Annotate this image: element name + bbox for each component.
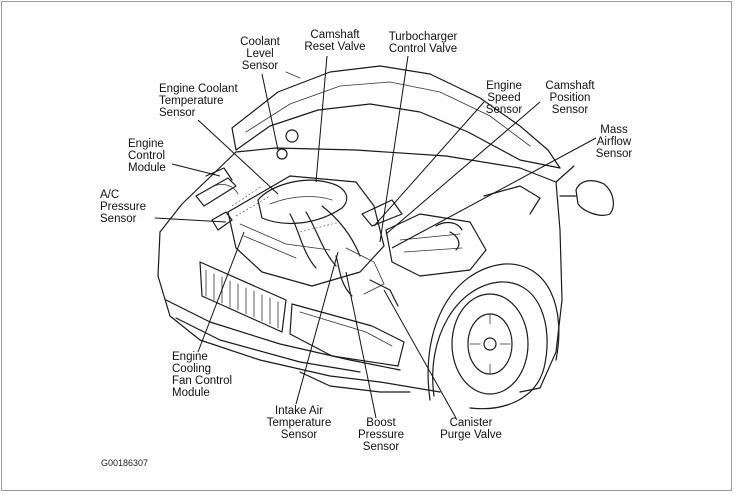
front-wheel	[432, 281, 548, 410]
front-grille	[199, 261, 287, 333]
label-engine-speed-sensor: Engine Speed Sensor	[485, 80, 523, 116]
label-boost-pressure-sensor: Boost Pressure Sensor	[357, 417, 405, 453]
headlight	[289, 303, 405, 367]
label-camshaft-reset-valve: Camshaft Reset Valve	[304, 29, 366, 53]
front-bumper	[165, 299, 401, 371]
label-coolant-level-sensor: Coolant Level Sensor	[240, 36, 280, 72]
raised-hood	[231, 65, 561, 169]
engine-block	[227, 175, 385, 287]
label-ac-pressure-sensor: A/C Pressure Sensor	[100, 189, 147, 225]
air-filter-housing	[385, 213, 487, 277]
label-engine-cooling-fan-control-module: Engine Cooling Fan Control Module	[172, 351, 233, 399]
label-turbocharger-control-valve: Turbocharger Control Valve	[388, 31, 458, 55]
figure-code: G00186307	[101, 458, 149, 468]
label-engine-control-module: Engine Control Module	[128, 138, 166, 174]
label-intake-air-temperature-sensor: Intake Air Temperature Sensor	[266, 405, 332, 441]
label-canister-purge-valve: Canister Purge Valve	[440, 417, 502, 441]
label-mass-airflow-sensor: Mass Airflow Sensor	[595, 124, 633, 160]
side-mirror	[575, 180, 614, 216]
car-body-outline	[159, 147, 563, 393]
label-engine-coolant-temperature-sensor: Engine Coolant Temperature Sensor	[159, 83, 238, 119]
label-camshaft-position-sensor: Camshaft Position Sensor	[545, 80, 595, 116]
leader-lines	[154, 55, 597, 419]
